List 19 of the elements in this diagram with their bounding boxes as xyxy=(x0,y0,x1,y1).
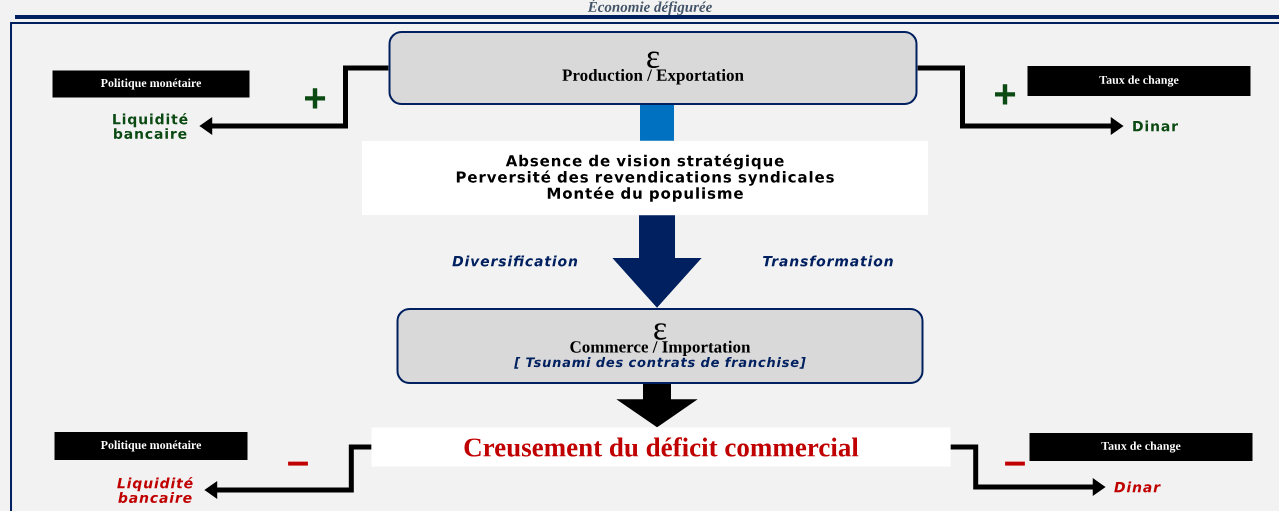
process-box: ε Production / Exportation xyxy=(388,31,918,105)
label-box: Taux de change xyxy=(1027,66,1251,96)
label-box: Politique monétaire xyxy=(52,70,250,98)
label-text: Liquidité bancaire xyxy=(113,113,188,139)
text-box: Absence de vision stratégique Perversité des revendications syndicales Montée du populisme xyxy=(362,141,928,215)
process-box: ε Commerce / Importation [ Tsunami des contrats de franchise] xyxy=(396,308,924,384)
label-box: Taux de change xyxy=(1029,433,1253,461)
label-box: Politique monétaire xyxy=(54,432,248,460)
band-connector xyxy=(640,105,674,141)
arrow-caption: Diversification xyxy=(452,255,578,267)
arrow-caption: Transformation xyxy=(763,255,893,267)
label-text: Dinar xyxy=(1133,120,1178,132)
label-text: Dinar xyxy=(1114,481,1161,493)
text-box: Creusement du déficit commercial xyxy=(371,427,951,467)
edge-label: – xyxy=(288,461,308,466)
label-text: Liquidité bancaire xyxy=(117,477,193,503)
edge-label: + xyxy=(995,84,1016,105)
edge-label: + xyxy=(305,88,326,109)
edge-label: – xyxy=(1005,461,1025,466)
